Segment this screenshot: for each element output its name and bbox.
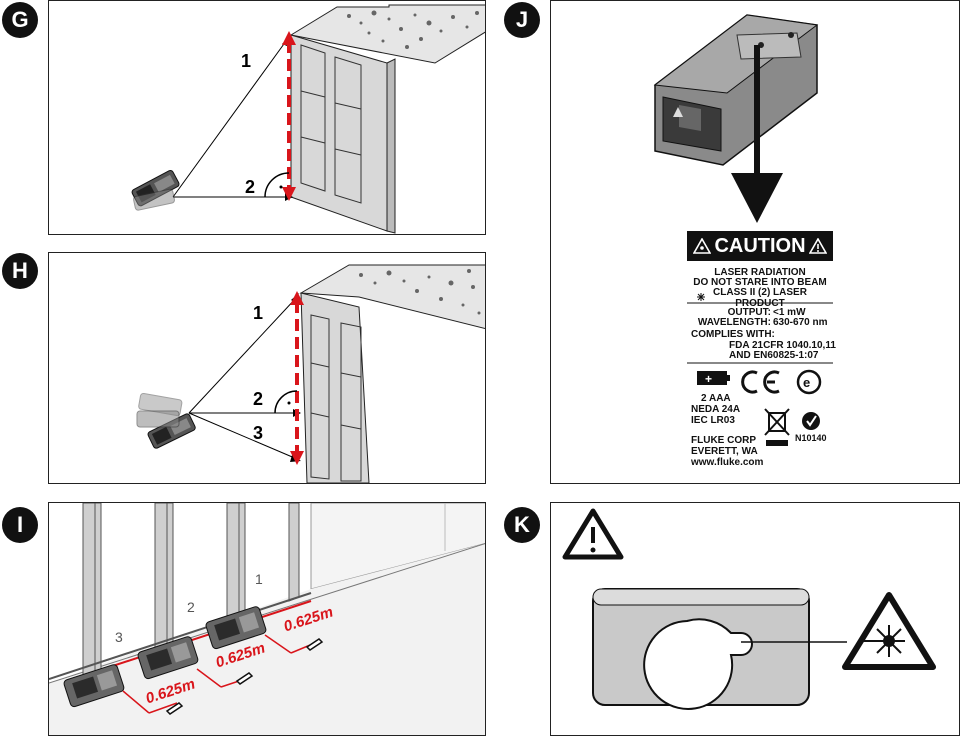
label-line-3: CLASS II (2) LASER PRODUCT xyxy=(713,287,807,309)
complies-label: COMPLIES WITH: xyxy=(691,329,775,340)
panel-j-illustration: + e xyxy=(653,14,833,446)
stud-number-3: 3 xyxy=(115,629,123,645)
badge-h: H xyxy=(2,253,38,289)
laser-meter-device-2 xyxy=(137,636,199,680)
panel-g: 1 2 xyxy=(48,0,486,235)
ce-mark-icon xyxy=(741,370,780,394)
standard-1: FDA 21CFR 1040.10,11 xyxy=(729,340,836,351)
company-line-2: EVERETT, WA xyxy=(691,446,758,457)
output-value: <1 mW xyxy=(773,307,806,318)
down-arrow-icon xyxy=(731,173,783,223)
cert-code: N10140 xyxy=(795,433,827,443)
line-label-3: 3 xyxy=(253,423,264,443)
laser-starburst-icon xyxy=(697,293,705,301)
panel-i: 1 2 3 0.625m 0.625m 0.625m xyxy=(48,502,486,736)
door-face xyxy=(300,292,370,483)
output-label: OUTPUT: xyxy=(727,307,771,318)
caution-title: CAUTION xyxy=(714,234,806,257)
device-aperture-panel xyxy=(592,588,810,710)
weee-bin-icon xyxy=(764,408,790,446)
website: www.fluke.com xyxy=(691,457,764,468)
badge-k: K xyxy=(504,507,540,543)
badge-i: I xyxy=(2,507,38,543)
stud-number-1: 1 xyxy=(255,571,263,587)
laser-meter-device xyxy=(653,14,819,166)
panel-j: + e CAUTION xyxy=(550,0,960,484)
company-line-1: FLUKE CORP xyxy=(691,435,756,446)
line-label-1: 1 xyxy=(241,51,252,71)
warning-triangle-icon xyxy=(693,238,712,254)
stud-number-2: 2 xyxy=(187,599,195,615)
panel-h-illustration xyxy=(136,264,485,483)
wavelength-label: WAVELENGTH: xyxy=(697,317,771,328)
door-face xyxy=(290,34,388,232)
battery-line-2: NEDA 24A xyxy=(691,404,741,415)
c-tick-icon xyxy=(802,412,820,430)
line-label-2: 2 xyxy=(245,177,256,197)
laser-meter-device xyxy=(147,413,196,449)
laser-meter-device-3 xyxy=(205,606,267,650)
laser-warning-icon xyxy=(842,592,936,670)
badge-g: G xyxy=(2,2,38,38)
svg-text:e: e xyxy=(803,375,810,390)
battery-icon: + xyxy=(697,371,730,386)
ceiling-texture xyxy=(289,4,485,64)
label-line-2: DO NOT STARE INTO BEAM xyxy=(693,277,827,288)
wavelength-value: 630-670 nm xyxy=(773,317,828,328)
label-line-1: LASER RADIATION xyxy=(714,267,806,278)
panel-g-illustration xyxy=(131,4,485,234)
caution-header: CAUTION xyxy=(687,231,833,261)
line-label-1: 1 xyxy=(253,303,264,323)
ceiling-texture xyxy=(299,264,485,330)
panel-h: 1 2 3 xyxy=(48,252,486,484)
recycle-icon: e xyxy=(796,369,822,395)
laser-aperture xyxy=(643,618,753,710)
line-label-2: 2 xyxy=(253,389,264,409)
warning-triangle-icon xyxy=(562,508,624,560)
wall-studs xyxy=(82,503,300,678)
battery-line-3: IEC LR03 xyxy=(691,415,735,426)
badge-j: J xyxy=(504,2,540,38)
baseline-red xyxy=(78,600,312,678)
svg-text:+: + xyxy=(705,372,712,386)
panel-k-illustration xyxy=(562,508,936,710)
panel-i-illustration xyxy=(49,503,485,735)
laser-meter-device-1 xyxy=(63,664,125,708)
standard-2: AND EN60825-1:07 xyxy=(729,350,819,361)
warning-triangle-icon xyxy=(808,238,827,254)
pencil-icon xyxy=(165,638,324,715)
battery-line-1: 2 AAA xyxy=(701,393,731,404)
panel-k xyxy=(550,502,960,736)
